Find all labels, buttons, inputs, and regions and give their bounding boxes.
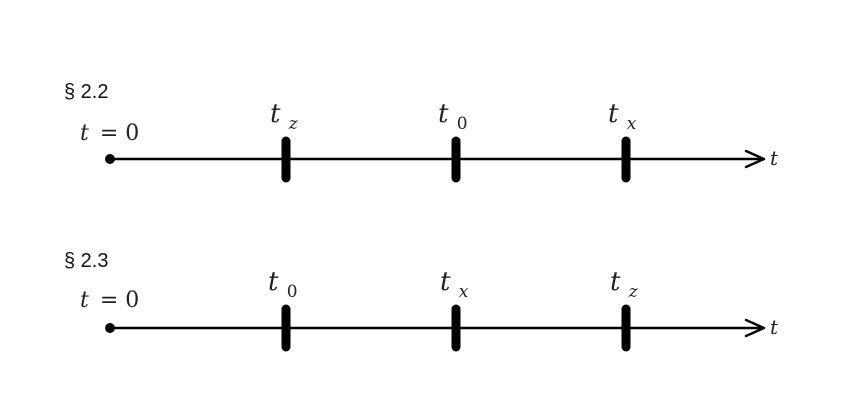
tick-label: t x bbox=[608, 99, 637, 134]
tick-label-base: t bbox=[268, 267, 279, 297]
tick-label: t 0 bbox=[438, 99, 468, 134]
section-label: § 2.2 bbox=[64, 81, 108, 103]
origin-point bbox=[105, 154, 115, 164]
tick-label-subscript: 0 bbox=[287, 282, 298, 302]
tick-label: t z bbox=[270, 99, 299, 134]
origin-eq: = 0 bbox=[100, 288, 139, 313]
tick-label-base: t bbox=[440, 267, 451, 297]
tick-label: t x bbox=[440, 267, 469, 302]
origin-var: t bbox=[80, 121, 89, 146]
axis-arrowhead bbox=[744, 318, 766, 338]
tick-label-base: t bbox=[608, 99, 619, 129]
tick-label: t 0 bbox=[268, 267, 298, 302]
axis-arrowhead bbox=[744, 149, 766, 169]
origin-label: t = 0 bbox=[80, 288, 139, 313]
timeline-section-2-3: § 2.3 t = 0 t t 0 t x t z bbox=[64, 250, 779, 352]
tick-label-base: t bbox=[438, 99, 449, 129]
origin-point bbox=[105, 323, 115, 333]
tick-label-subscript: x bbox=[627, 114, 637, 134]
tick-label-subscript: z bbox=[288, 114, 299, 134]
tick-label-base: t bbox=[270, 99, 281, 129]
axis-label: t bbox=[770, 146, 779, 170]
tick-label-subscript: z bbox=[628, 282, 639, 302]
origin-var: t bbox=[80, 288, 89, 313]
tick-label-base: t bbox=[610, 267, 621, 297]
tick-label-subscript: x bbox=[459, 282, 469, 302]
tick-label-subscript: 0 bbox=[457, 114, 468, 134]
axis-label: t bbox=[770, 315, 779, 339]
origin-eq: = 0 bbox=[100, 121, 139, 146]
origin-label: t = 0 bbox=[80, 121, 139, 146]
section-label: § 2.3 bbox=[64, 250, 108, 272]
tick-label: t z bbox=[610, 267, 639, 302]
timeline-section-2-2: § 2.2 t = 0 t t z t 0 t x bbox=[64, 81, 779, 183]
